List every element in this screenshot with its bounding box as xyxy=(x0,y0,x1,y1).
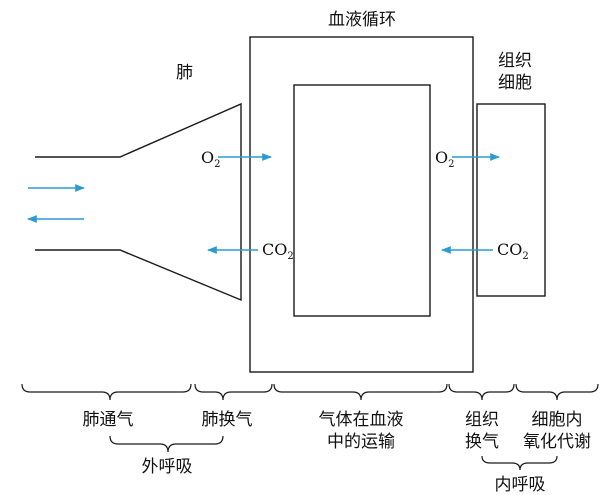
brace-cell-metabolism xyxy=(515,383,599,401)
brace-blood-transport xyxy=(273,383,448,401)
brace-external-respiration xyxy=(109,435,224,453)
stage-blood-transport-line2: 中的运输 xyxy=(327,432,395,452)
lung-label: 肺 xyxy=(176,63,193,83)
brace-internal-respiration xyxy=(481,455,558,471)
co2-lung-label: CO2 xyxy=(262,240,294,262)
airway-outline xyxy=(35,102,242,302)
stage-pulmonary-ventilation: 肺通气 xyxy=(83,410,134,430)
brace-pulmonary-ventilation xyxy=(21,383,192,401)
stage-blood-transport-line1: 气体在血液 xyxy=(319,410,404,430)
circulation-inner-box xyxy=(293,84,431,317)
circulation-outer-box xyxy=(249,36,474,373)
tissue-cell-box xyxy=(476,103,546,297)
lung-shape xyxy=(35,102,242,302)
group-internal-respiration: 内呼吸 xyxy=(495,475,546,495)
stage-tissue-exchange-line1: 组织 xyxy=(465,410,499,430)
co2-tissue-label: CO2 xyxy=(497,240,529,262)
stage-braces xyxy=(21,383,599,401)
stage-pulmonary-exchange: 肺换气 xyxy=(202,410,253,430)
stage-tissue-exchange-line2: 换气 xyxy=(465,432,499,452)
stage-cell-metabolism-line2: 氧化代谢 xyxy=(523,432,591,452)
circulation-label: 血液循环 xyxy=(328,10,396,30)
group-external-respiration: 外呼吸 xyxy=(142,457,193,477)
o2-lung-label: O2 xyxy=(201,148,221,170)
tissue-label-line1: 组织 xyxy=(498,51,532,71)
tissue-label-line2: 细胞 xyxy=(498,73,532,93)
o2-tissue-label: O2 xyxy=(435,148,455,170)
stage-cell-metabolism-line1: 细胞内 xyxy=(532,410,583,430)
brace-pulmonary-exchange xyxy=(194,383,273,401)
brace-tissue-exchange xyxy=(448,383,515,401)
